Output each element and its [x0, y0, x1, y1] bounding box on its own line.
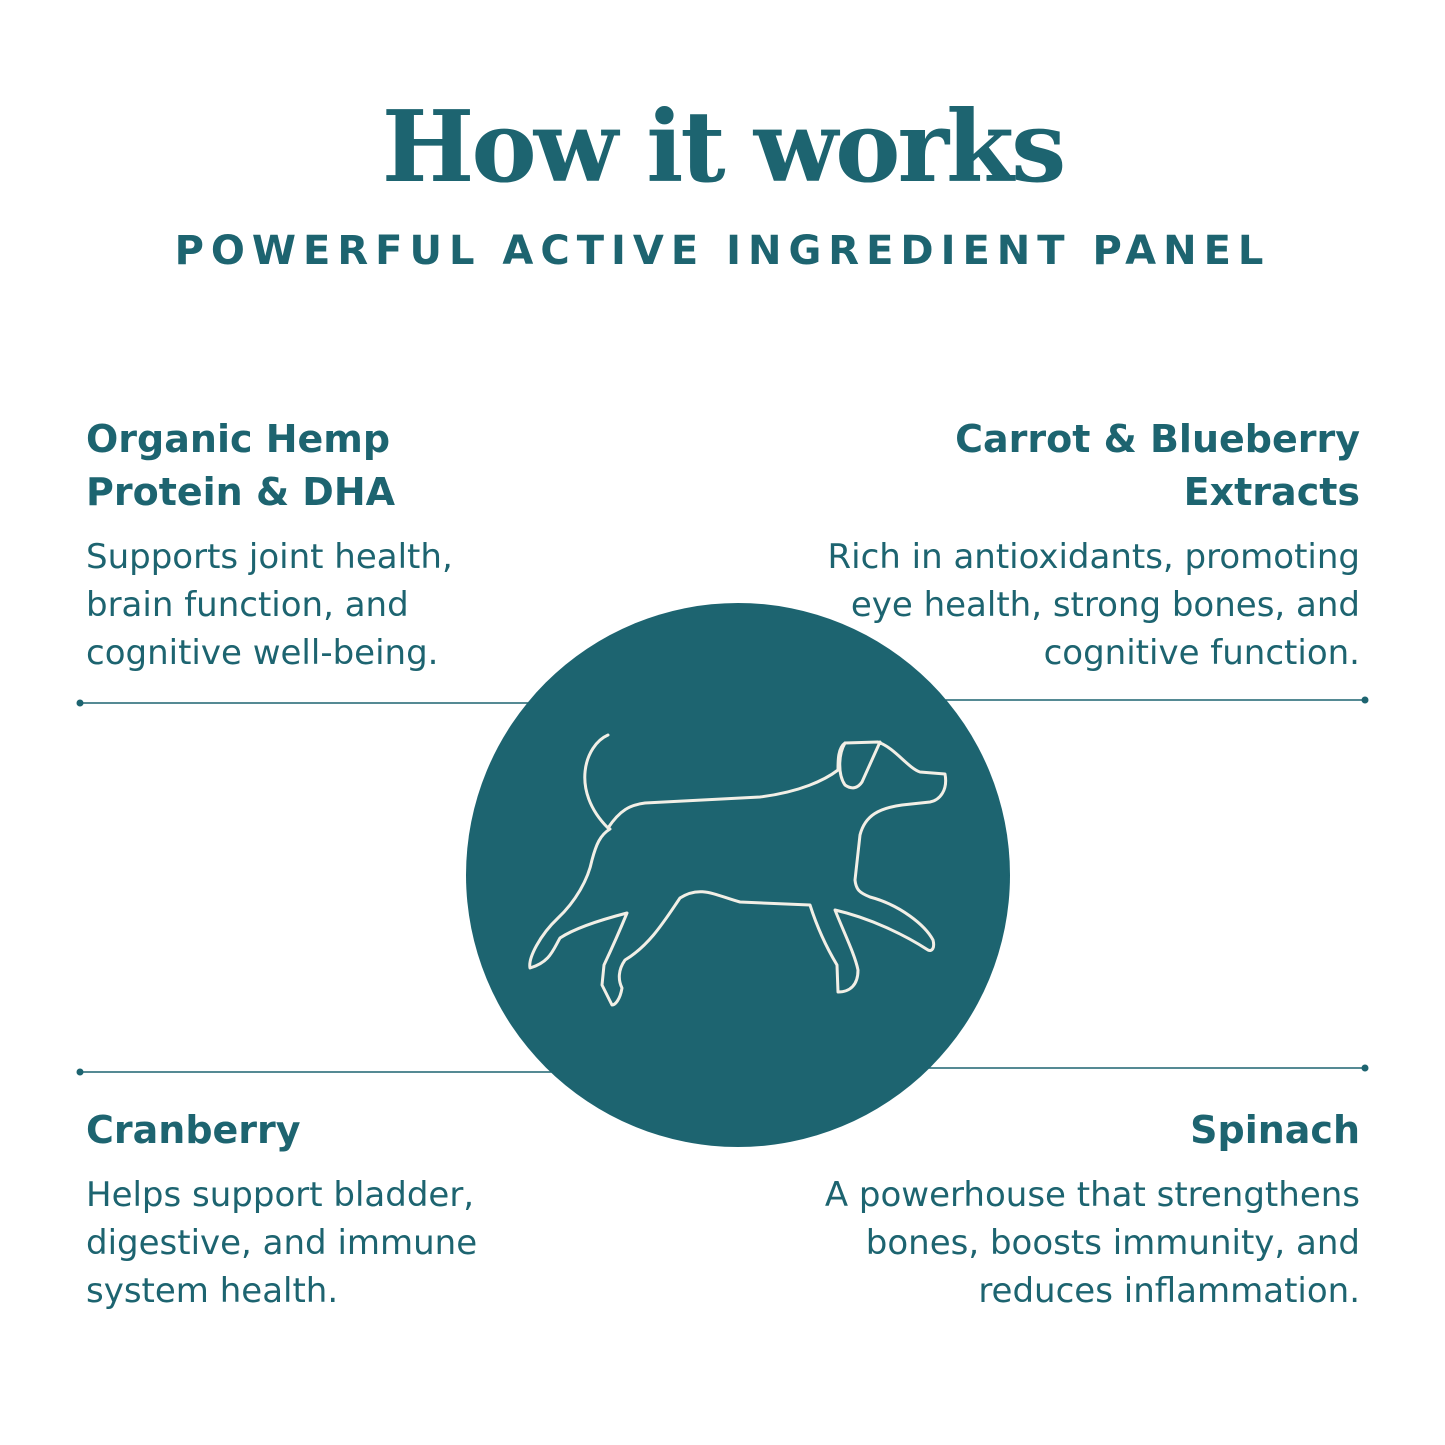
connector-lines: [80, 699, 1365, 1073]
page-subtitle: POWERFUL ACTIVE INGREDIENT PANEL: [174, 228, 1271, 274]
dot-top-right: [1361, 696, 1369, 704]
dot-top-left: [76, 699, 84, 707]
ingredient-description: Helps support bladder, digestive, and im…: [86, 1175, 478, 1311]
ingredient-description: Rich in antioxidants, promoting eye heal…: [827, 537, 1360, 673]
ingredient-hemp: Organic Hemp Protein & DHA Supports join…: [86, 413, 646, 677]
ingredient-name: Carrot & Blueberry Extracts: [955, 417, 1360, 514]
dot-bottom-right: [1361, 1064, 1369, 1072]
ingredient-description: A powerhouse that strengthens bones, boo…: [824, 1175, 1360, 1311]
ingredient-carrot-blueberry: Carrot & Blueberry Extracts Rich in anti…: [760, 413, 1360, 677]
ingredient-spinach: Spinach A powerhouse that strengthens bo…: [760, 1104, 1360, 1315]
ingredient-description: Supports joint health, brain function, a…: [86, 537, 453, 673]
ingredient-name: Spinach: [1190, 1108, 1360, 1152]
center-circle: [466, 603, 1010, 1147]
running-dog-icon: [528, 733, 948, 1007]
ingredient-name: Organic Hemp Protein & DHA: [86, 417, 396, 514]
page-title: How it works: [381, 90, 1067, 205]
dot-bottom-left: [76, 1068, 84, 1076]
ingredient-cranberry: Cranberry Helps support bladder, digesti…: [86, 1104, 646, 1315]
ingredient-name: Cranberry: [86, 1108, 301, 1152]
